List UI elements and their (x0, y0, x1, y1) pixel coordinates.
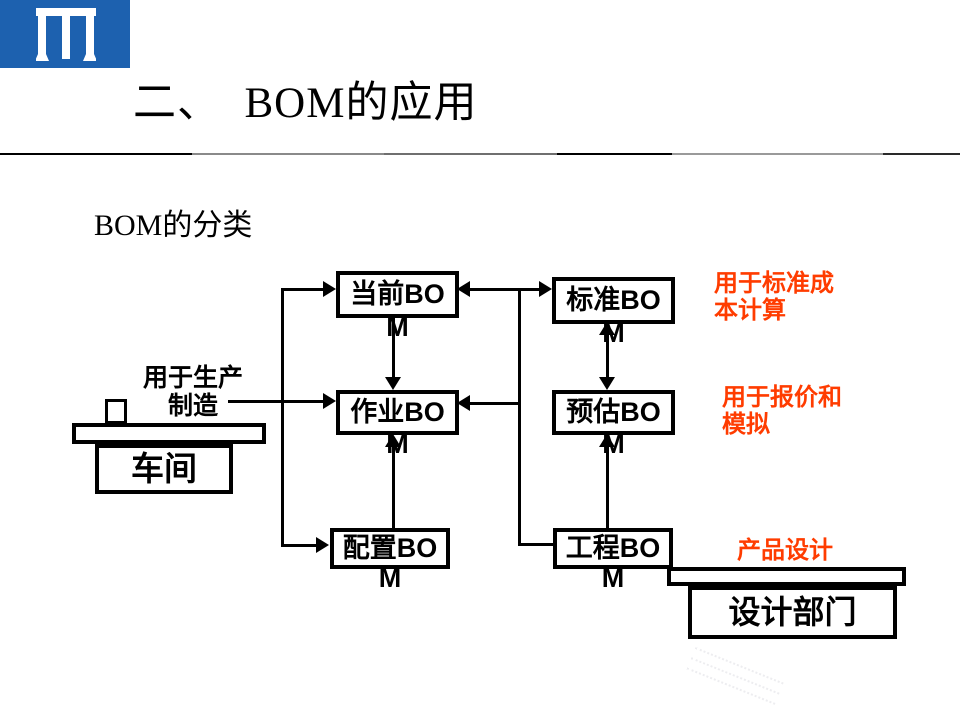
connector-branch-to-operation-right (470, 402, 518, 405)
connector-right-branch-vertical (518, 288, 521, 546)
connector-engineering-to-estimated (606, 446, 609, 528)
arrowhead-into-operation-left (323, 393, 336, 409)
arrowhead-into-current-right (457, 281, 470, 297)
node-operation-bom: 作业BO M (336, 390, 459, 458)
annotation-line: 制造 (167, 392, 218, 420)
node-label: 预估BO (566, 397, 661, 427)
design-dept-tabletop-shape (667, 567, 906, 586)
arrowhead-into-estimated-bottom (599, 434, 615, 447)
node-label: 作业BO (350, 397, 445, 427)
section-subtitle: BOM的分类 (94, 209, 253, 242)
connector-current-to-operation (392, 314, 395, 378)
title-divider (0, 153, 960, 155)
annotation-standard-cost: 用于标准成 本计算 (714, 270, 884, 324)
connector-standard-estimated-bidirectional (606, 334, 609, 378)
arrowhead-into-estimated-top (599, 377, 615, 390)
node-estimated-bom: 预估BO M (552, 390, 675, 458)
building-columns-icon (36, 8, 96, 61)
connector-branch-to-standard (521, 288, 540, 291)
connector-branch-to-current-right (470, 288, 518, 291)
annotation-quote-simulation: 用于报价和 模拟 (722, 384, 892, 438)
annotation-line: 模拟 (722, 411, 770, 438)
arrowhead-into-current-left (323, 281, 336, 297)
node-label-overflow: M (378, 563, 402, 593)
workshop-chimney-shape (105, 399, 127, 424)
connector-branch-to-config (284, 544, 317, 547)
connector-branch-to-engineering (521, 543, 553, 546)
node-label: 配置BO (342, 533, 438, 563)
connector-config-to-operation (392, 446, 395, 528)
annotation-product-design: 产品设计 (737, 537, 833, 564)
company-logo (0, 0, 130, 68)
connector-branch-to-current (284, 288, 324, 291)
arrowhead-into-standard-bottom (599, 322, 615, 335)
connector-left-branch-vertical (281, 288, 284, 547)
arrowhead-into-operation-right (457, 395, 470, 411)
workshop-box: 车间 (95, 444, 233, 494)
annotation-line: 本计算 (714, 297, 786, 324)
node-config-bom: 配置BO M (330, 528, 450, 592)
node-standard-bom: 标准BO M (552, 277, 675, 347)
annotation-line: 用于报价和 (722, 384, 842, 411)
arrowhead-into-operation-top (385, 377, 401, 390)
annotation-production-use: 用于生产 制造 (126, 364, 260, 420)
arrowhead-into-operation-bottom (385, 434, 401, 447)
design-dept-box: 设计部门 (688, 586, 897, 639)
node-label: 标准BO (566, 285, 661, 315)
arrowhead-into-config-left (316, 537, 329, 553)
arrowhead-into-standard-left (539, 281, 552, 297)
annotation-line: 用于生产 (142, 364, 243, 392)
connector-production-to-operation (228, 400, 324, 403)
annotation-line: 用于标准成 (714, 270, 834, 297)
node-label-overflow: M (601, 563, 625, 593)
slide-title: 二、 BOM的应用 (133, 80, 478, 127)
node-engineering-bom: 工程BO M (553, 528, 673, 592)
watermark-scribble (684, 639, 787, 712)
node-label-overflow: M (386, 312, 409, 342)
node-label: 当前BO (350, 279, 445, 309)
node-label: 工程BO (565, 533, 661, 563)
node-current-bom: 当前BO M (336, 271, 459, 341)
workshop-tabletop-shape (72, 423, 266, 444)
